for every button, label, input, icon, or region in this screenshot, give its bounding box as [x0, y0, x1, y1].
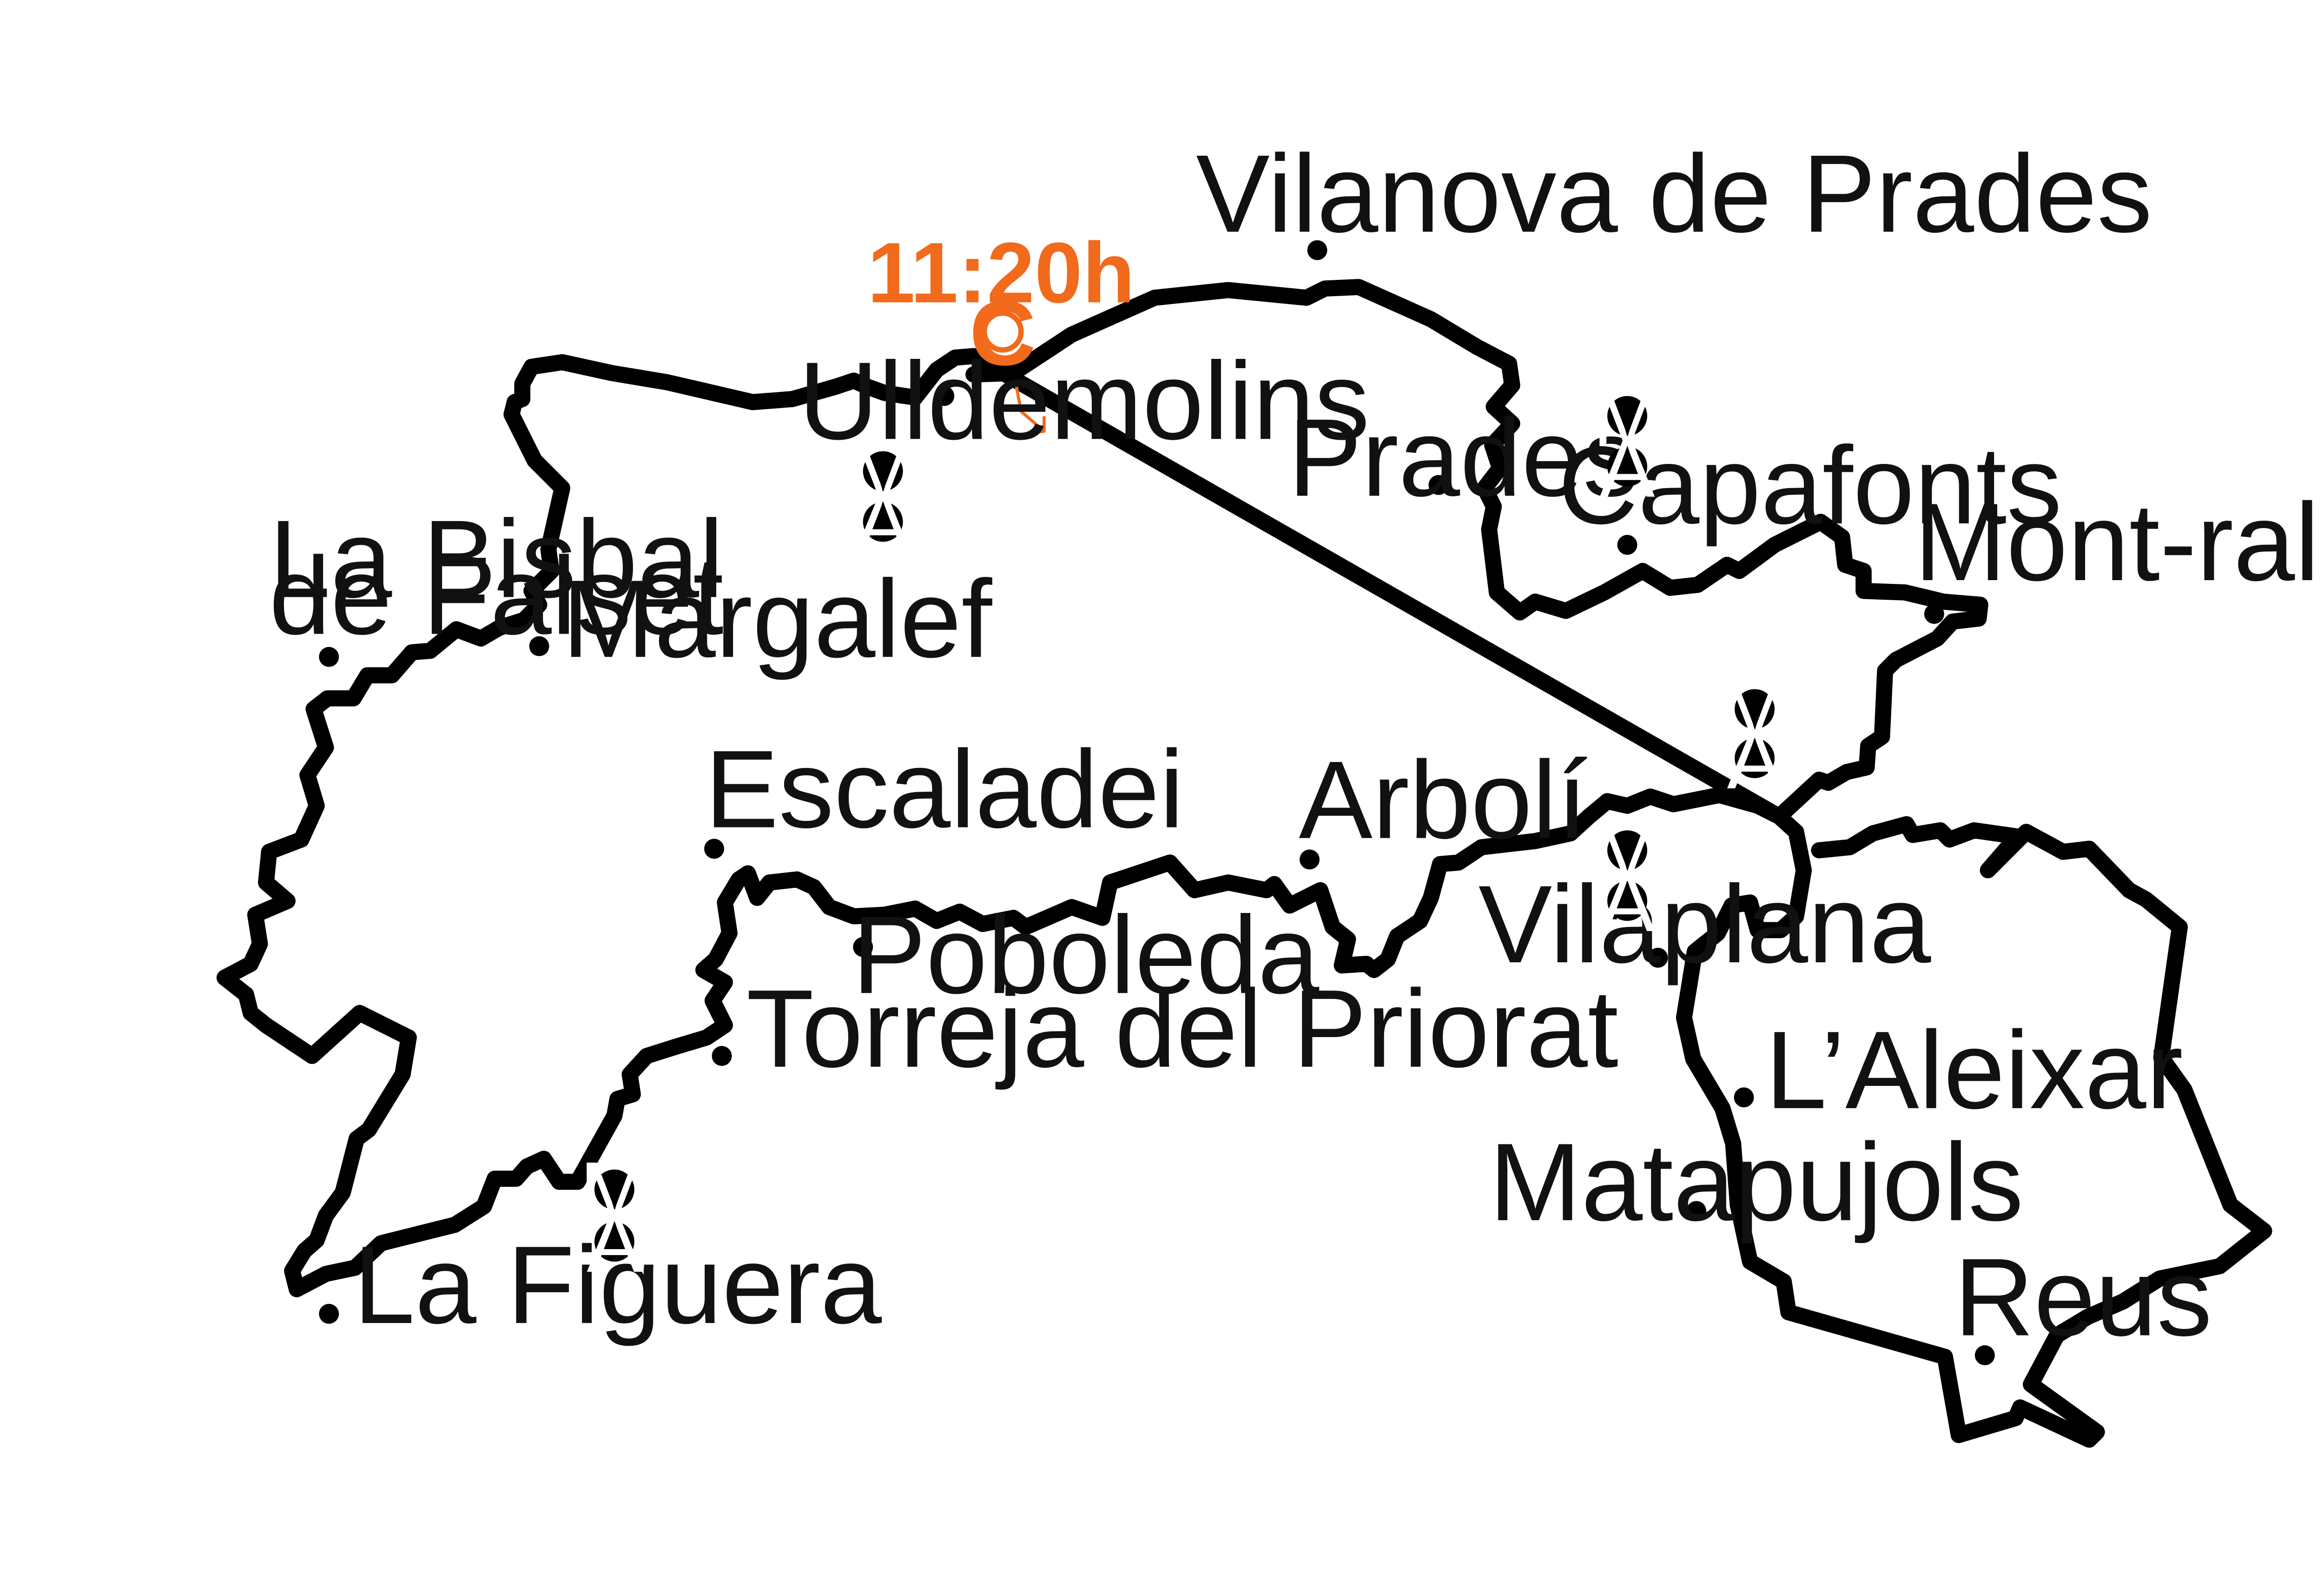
- town-label-arboli: Arbolí: [1299, 739, 1587, 862]
- service-badges: M A M A M A M A M A: [580, 371, 1789, 1289]
- town-label-capafonts: Capafonts: [1558, 424, 2062, 547]
- badge-m-circle: [863, 451, 903, 491]
- town-dot-margalef: [529, 636, 549, 656]
- town-dot-escaladei: [704, 839, 724, 859]
- town-label-prades: Prades: [1288, 396, 1638, 519]
- start-marker: 11:20h C: [867, 225, 1135, 384]
- town-label-torreja: Torreja del Priorat: [746, 967, 1618, 1091]
- badge-m-circle: [1735, 689, 1775, 729]
- town-dot-vilanova: [1307, 240, 1327, 260]
- town-dot-arboli: [1300, 849, 1320, 870]
- town-dot-capafonts: [1617, 535, 1637, 555]
- town-dot-la-figuera: [319, 1303, 339, 1324]
- town-dot-poboleda: [853, 937, 873, 957]
- town-label-la-bisbal-line2: de Falset: [269, 535, 724, 658]
- badge-a-letter: A: [1727, 714, 1783, 806]
- town-dot-la-bisbal: [319, 647, 339, 667]
- town-label-montral: Mont-ral: [1914, 481, 2319, 604]
- town-dot-matapujols: [1686, 1201, 1707, 1221]
- town-dot-laleixar: [1734, 1087, 1754, 1108]
- route-loop: [216, 279, 2272, 1448]
- town-dots: [319, 240, 1995, 1365]
- badge-m-circle: [1607, 830, 1647, 871]
- town-label-vilanova: Vilanova de Prades: [1196, 132, 2152, 256]
- badge-m-circle: [594, 1169, 634, 1210]
- start-checkpoint-icon: [981, 310, 1024, 353]
- town-label-vilaplana: Vilaplana: [1479, 863, 1932, 986]
- town-label-matapujols: Matapujols: [1489, 1121, 2024, 1244]
- arrow-down-right-icon: [1015, 385, 1046, 435]
- town-dot-montral: [1924, 604, 1944, 624]
- town-label-margalef: Margalef: [562, 557, 993, 681]
- town-label-laleixar: L’Aleixar: [1765, 1009, 2183, 1132]
- badge-m-circle: [1607, 396, 1647, 436]
- town-label-la-bisbal-line1: La Bisbal: [269, 497, 724, 621]
- badge-a-letter: A: [1600, 856, 1655, 949]
- town-label-escaladei: Escaladei: [705, 728, 1184, 851]
- town-dot-vilaplana: [1648, 947, 1668, 968]
- badge-a-letter: A: [855, 477, 911, 569]
- town-dot-torreja: [712, 1046, 732, 1066]
- start-time-label: 11:20h: [867, 225, 1135, 321]
- badge-a-circle: [1735, 738, 1775, 778]
- badge-a-circle: [594, 1222, 634, 1262]
- badge-a-circle: [1607, 446, 1647, 487]
- town-label-reus: Reus: [1954, 1236, 2212, 1359]
- badge-a-letter: A: [1600, 422, 1655, 515]
- badge-a-letter: A: [587, 1197, 642, 1289]
- badge-a-circle: [863, 502, 903, 542]
- town-label-ulldemolins: Ulldemolins: [799, 339, 1370, 463]
- town-dot-ulldemolins: [934, 386, 955, 406]
- badge-a-circle: [1607, 881, 1647, 921]
- town-dot-reus: [1974, 1345, 1995, 1365]
- town-dot-prades: [1428, 475, 1449, 495]
- start-checkpoint-letter: C: [970, 282, 1036, 384]
- town-label-poboleda: Poboleda: [852, 893, 1320, 1017]
